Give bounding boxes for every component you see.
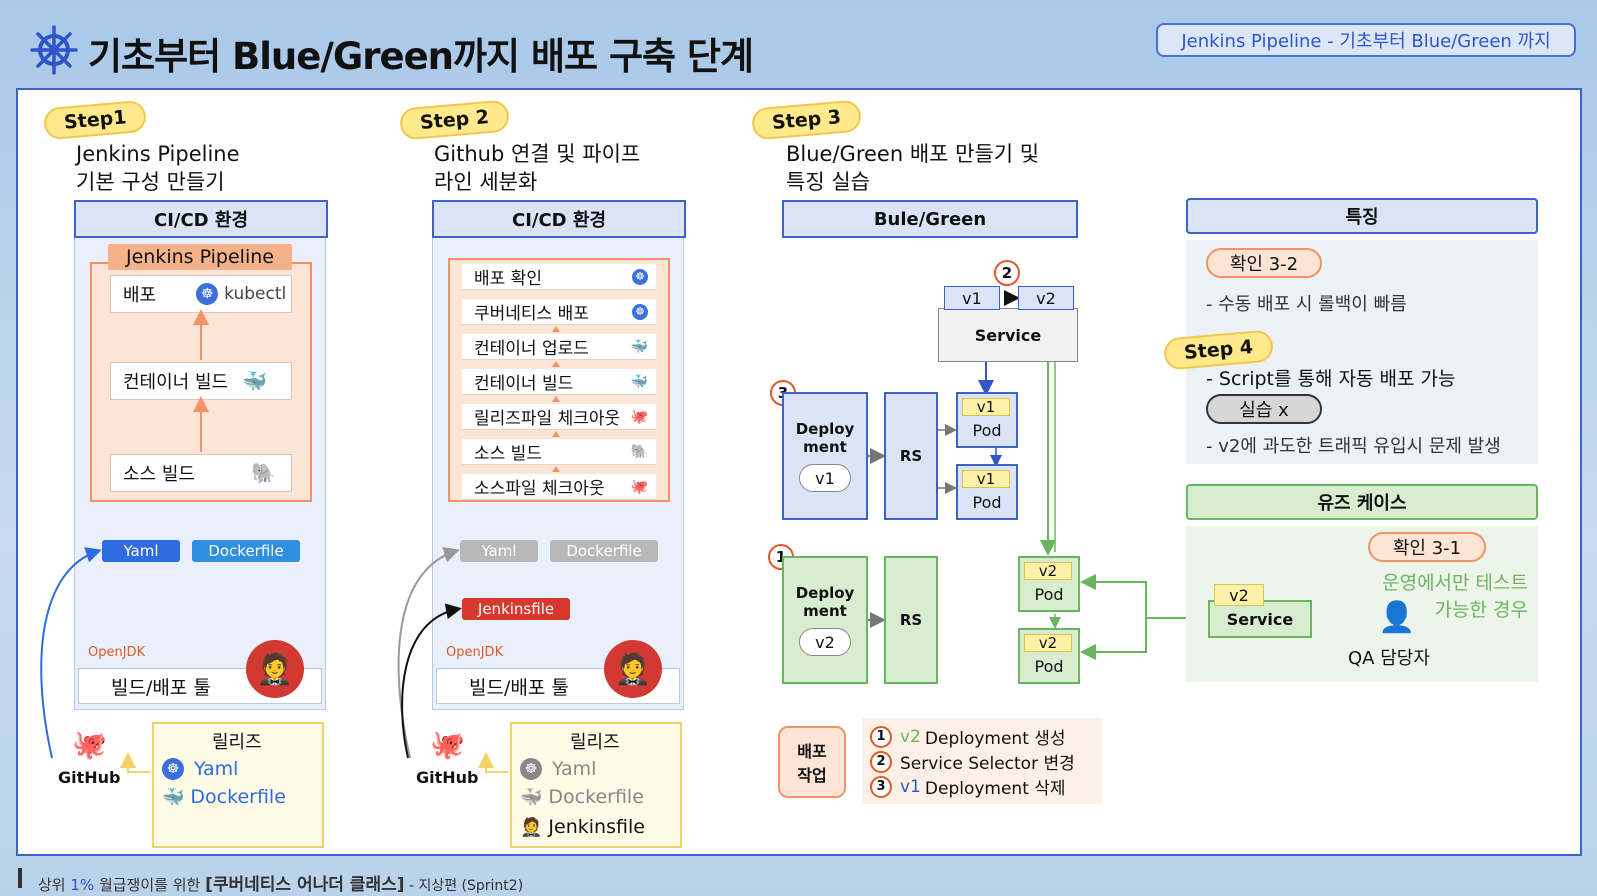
yaml-file-tag: Yaml bbox=[102, 540, 180, 562]
step2-env-header: CI/CD 환경 bbox=[432, 200, 686, 238]
deploy-work-label: 배포 작업 bbox=[778, 726, 846, 798]
github-icon: 🐙 bbox=[630, 478, 648, 495]
step1-env-header: CI/CD 환경 bbox=[74, 200, 328, 238]
step1-pipeline-label: Jenkins Pipeline bbox=[108, 244, 292, 270]
stage-container-build: 컨테이너 빌드 🐳 bbox=[110, 362, 292, 400]
work-step: 1 v2 Deployment 생성 bbox=[870, 724, 1094, 749]
kubernetes-icon: ☸ bbox=[632, 303, 648, 320]
github-icon: 🐙 bbox=[72, 728, 107, 761]
service-selector-v2: v2 bbox=[1018, 286, 1074, 310]
footer-text: 상위 1% 월급쟁이를 위한 [쿠버네티스 어나더 클래스] - 지상편 (Sp… bbox=[38, 875, 524, 895]
stage-item: 배포 확인☸ bbox=[462, 264, 656, 290]
docker-icon: 🐳 bbox=[630, 373, 648, 390]
step1-github-label: GitHub bbox=[58, 768, 121, 787]
pod-v2-b-tag: v2 bbox=[1024, 634, 1072, 652]
release-dockerfile: 🐳Dockerfile bbox=[162, 786, 286, 808]
stage-item: 컨테이너 빌드🐳 bbox=[462, 369, 656, 395]
openjdk-label: OpenJDK bbox=[446, 645, 504, 660]
github-icon: 🐙 bbox=[430, 728, 465, 761]
usecase-header: 유즈 케이스 bbox=[1186, 484, 1538, 520]
docker-icon: 🐳 bbox=[630, 338, 648, 355]
practice-badge: 실습 x bbox=[1206, 394, 1322, 424]
kubernetes-icon: ☸ bbox=[162, 758, 184, 780]
deploy-work-steps: 1 v2 Deployment 생성 2 Service Selector 변경… bbox=[862, 718, 1102, 804]
stage-item: 소스파일 체크아웃🐙 bbox=[462, 474, 656, 500]
stage-item: 쿠버네티스 배포☸ bbox=[462, 299, 656, 325]
feature-line-3: - v2에 과도한 트래픽 유입시 문제 발생 bbox=[1206, 436, 1501, 457]
dockerfile-file-tag: Dockerfile bbox=[550, 540, 658, 562]
pod-v2-a-tag: v2 bbox=[1024, 562, 1072, 580]
deployment-v2: Deploy ment v2 bbox=[782, 556, 868, 684]
course-tag: Jenkins Pipeline - 기초부터 Blue/Green 까지 bbox=[1156, 23, 1576, 57]
usecase-desc: 운영에서만 테스트 가능한 경우 bbox=[1382, 572, 1528, 621]
gradle-icon: 🐘 bbox=[250, 461, 276, 485]
step1-release-title: 릴리즈 bbox=[212, 732, 262, 753]
kubernetes-icon: ☸ bbox=[632, 268, 648, 285]
docker-icon: 🐳 bbox=[162, 786, 185, 808]
footer-bar bbox=[18, 868, 22, 888]
step2-release-box bbox=[510, 722, 682, 848]
stage-item: 릴리즈파일 체크아웃🐙 bbox=[462, 404, 656, 430]
release-yaml: ☸Yaml bbox=[162, 758, 238, 780]
step3-subtitle: Blue/Green 배포 만들기 및 특징 실습 bbox=[786, 142, 1040, 194]
step2-github-label: GitHub bbox=[416, 768, 479, 787]
service-box: Service bbox=[938, 308, 1078, 362]
docker-icon: 🐳 bbox=[520, 786, 543, 808]
dockerfile-file-tag: Dockerfile bbox=[192, 540, 300, 562]
gradle-icon: 🐘 bbox=[630, 443, 648, 460]
page-title: 기초부터 Blue/Green까지 배포 구축 단계 bbox=[88, 35, 754, 78]
bluegreen-header: Bule/Green bbox=[782, 200, 1078, 238]
docker-icon: 🐳 bbox=[242, 369, 267, 393]
kubernetes-logo-icon bbox=[28, 24, 80, 76]
stage-item: 컨테이너 업로드🐳 bbox=[462, 334, 656, 360]
jenkins-icon: 🤵 bbox=[604, 640, 662, 698]
stage-item: 소스 빌드🐘 bbox=[462, 439, 656, 465]
step1-subtitle: Jenkins Pipeline 기본 구성 만들기 bbox=[76, 142, 240, 194]
release-dockerfile: 🐳Dockerfile bbox=[520, 786, 644, 808]
jenkinsfile-file-tag: Jenkinsfile bbox=[462, 598, 570, 620]
pod-v1-b-tag: v1 bbox=[962, 470, 1010, 488]
step1-build-tool: 빌드/배포 툴 bbox=[78, 668, 322, 704]
service-selector-v1: v1 bbox=[944, 286, 1000, 310]
jenkins-icon: 🤵 bbox=[246, 640, 304, 698]
stage-source-build: 소스 빌드 🐘 bbox=[110, 454, 292, 492]
pod-v1-a-tag: v1 bbox=[962, 398, 1010, 416]
check-3-2-badge: 확인 3-2 bbox=[1206, 248, 1322, 278]
openjdk-label: OpenJDK bbox=[88, 645, 146, 660]
release-jenkinsfile: 🤵Jenkinsfile bbox=[520, 816, 645, 838]
feature-line-2: - Script를 통해 자동 배포 가능 bbox=[1206, 368, 1456, 390]
step-number-2: 2 bbox=[994, 260, 1020, 286]
qa-label: QA 담당자 bbox=[1348, 648, 1430, 669]
work-step: 3 v1 Deployment 삭제 bbox=[870, 774, 1094, 799]
jenkins-icon: 🤵 bbox=[520, 816, 543, 838]
github-icon: 🐙 bbox=[630, 408, 648, 425]
qa-person-icon: 👤 bbox=[1378, 600, 1416, 635]
kubernetes-icon: ☸ bbox=[520, 758, 542, 780]
release-yaml: ☸Yaml bbox=[520, 758, 596, 780]
replicaset-v2: RS bbox=[884, 556, 938, 684]
yaml-file-tag: Yaml bbox=[460, 540, 538, 562]
usecase-service: Service bbox=[1208, 600, 1312, 638]
feature-line-1: - 수동 배포 시 롤백이 빠름 bbox=[1206, 294, 1407, 315]
check-3-1-badge: 확인 3-1 bbox=[1368, 532, 1486, 562]
step2-subtitle: Github 연결 및 파이프 라인 세분화 bbox=[434, 142, 641, 194]
step1-release-box bbox=[152, 722, 324, 848]
usecase-service-tag: v2 bbox=[1214, 584, 1264, 606]
step2-release-title: 릴리즈 bbox=[570, 732, 620, 753]
kubernetes-icon: ☸ bbox=[196, 283, 219, 305]
work-step: 2 Service Selector 변경 bbox=[870, 749, 1094, 774]
deployment-v1: Deploy ment v1 bbox=[782, 392, 868, 520]
replicaset-v1: RS bbox=[884, 392, 938, 520]
features-header: 특징 bbox=[1186, 198, 1538, 234]
step2-stage-list: 배포 확인☸ 쿠버네티스 배포☸ 컨테이너 업로드🐳 컨테이너 빌드🐳 릴리즈파… bbox=[462, 264, 656, 500]
